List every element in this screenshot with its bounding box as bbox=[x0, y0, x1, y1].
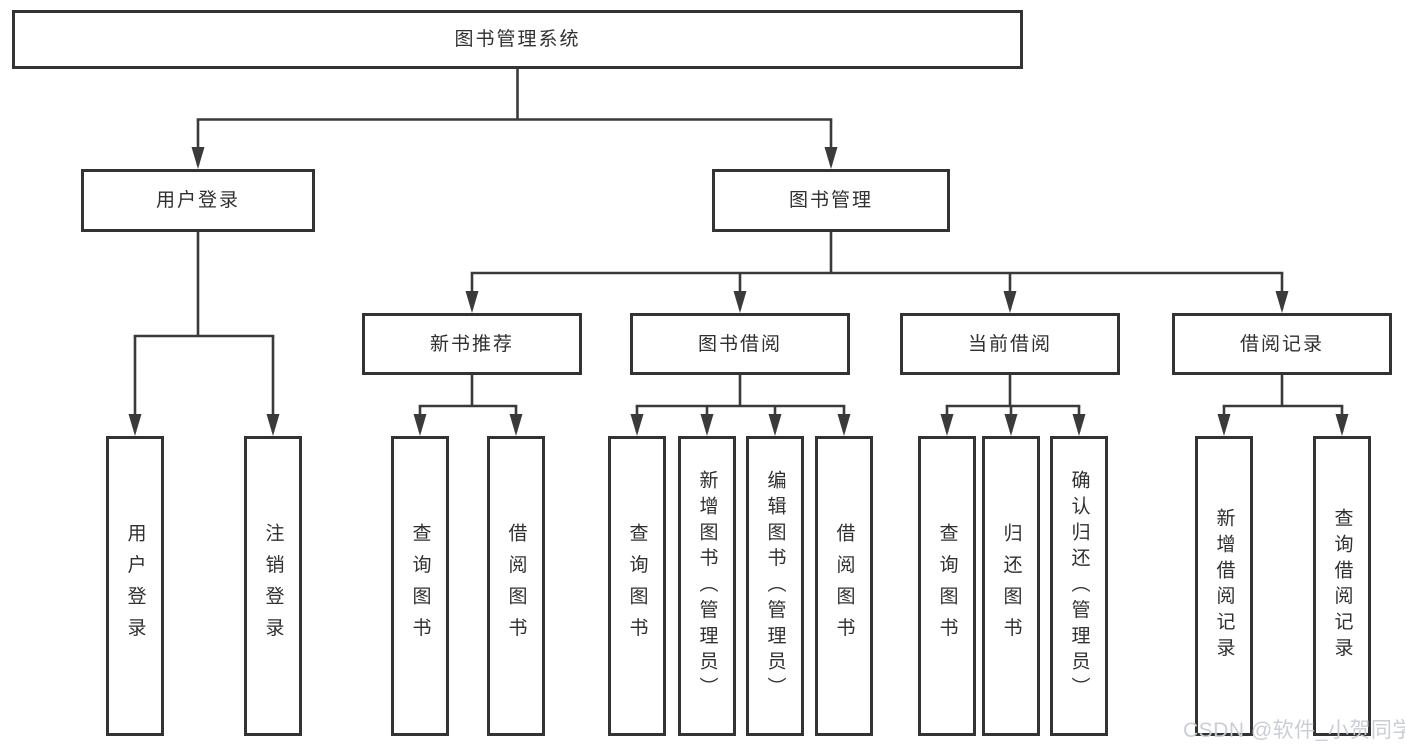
leaf-borrow-books-1: 借阅图书 bbox=[487, 436, 545, 736]
leaf-query-borrow-record: 查询借阅记录 bbox=[1313, 436, 1371, 736]
node-book-borrowing-label: 图书借阅 bbox=[697, 333, 782, 355]
leaf-edit-books-admin-label: 编辑图书（管理员） bbox=[764, 469, 786, 703]
node-book-management-label: 图书管理 bbox=[788, 190, 873, 211]
node-current-borrowing-label: 当前借阅 bbox=[967, 333, 1052, 355]
connector-segments bbox=[133, 69, 1344, 432]
leaf-add-books-admin-label: 新增图书（管理员） bbox=[696, 469, 718, 703]
leaf-user-login: 用户登录 bbox=[106, 436, 164, 736]
node-borrowing-records: 借阅记录 bbox=[1172, 313, 1392, 375]
leaf-add-borrow-record: 新增借阅记录 bbox=[1195, 436, 1253, 736]
leaf-query-books-3-label: 查询图书 bbox=[936, 523, 958, 649]
leaf-borrow-books-2-label: 借阅图书 bbox=[833, 523, 855, 649]
leaf-logout: 注销登录 bbox=[244, 436, 302, 736]
node-root-library-system: 图书管理系统 bbox=[12, 10, 1023, 69]
leaf-user-login-label: 用户登录 bbox=[124, 523, 146, 649]
leaf-add-books-admin: 新增图书（管理员） bbox=[678, 436, 736, 736]
leaf-query-books-2: 查询图书 bbox=[608, 436, 666, 736]
leaf-query-books-2-label: 查询图书 bbox=[626, 523, 648, 649]
leaf-edit-books-admin: 编辑图书（管理员） bbox=[746, 436, 804, 736]
leaf-confirm-return-admin: 确认归还（管理员） bbox=[1050, 436, 1108, 736]
leaf-query-books-1: 查询图书 bbox=[391, 436, 449, 736]
leaf-logout-label: 注销登录 bbox=[262, 523, 284, 649]
node-book-management: 图书管理 bbox=[712, 169, 950, 232]
csdn-watermark: CSDN @软件_小贺同学 bbox=[1183, 719, 1405, 742]
leaf-borrow-books-1-label: 借阅图书 bbox=[505, 523, 527, 649]
node-user-login-label: 用户登录 bbox=[155, 190, 240, 211]
leaf-return-books-label: 归还图书 bbox=[1000, 523, 1022, 649]
leaf-query-borrow-record-label: 查询借阅记录 bbox=[1331, 508, 1353, 664]
leaf-query-books-1-label: 查询图书 bbox=[409, 523, 431, 649]
node-root-label: 图书管理系统 bbox=[454, 29, 581, 50]
node-user-login: 用户登录 bbox=[81, 169, 315, 232]
leaf-query-books-3: 查询图书 bbox=[918, 436, 976, 736]
node-borrowing-records-label: 借阅记录 bbox=[1239, 333, 1324, 355]
arrowheads bbox=[128, 147, 1349, 436]
leaf-confirm-return-admin-label: 确认归还（管理员） bbox=[1068, 469, 1090, 703]
node-book-borrowing: 图书借阅 bbox=[630, 313, 850, 375]
node-new-book-recommend-label: 新书推荐 bbox=[429, 333, 514, 355]
leaf-return-books: 归还图书 bbox=[982, 436, 1040, 736]
node-current-borrowing: 当前借阅 bbox=[900, 313, 1120, 375]
leaf-borrow-books-2: 借阅图书 bbox=[815, 436, 873, 736]
leaf-add-borrow-record-label: 新增借阅记录 bbox=[1213, 508, 1235, 664]
node-new-book-recommend: 新书推荐 bbox=[362, 313, 582, 375]
